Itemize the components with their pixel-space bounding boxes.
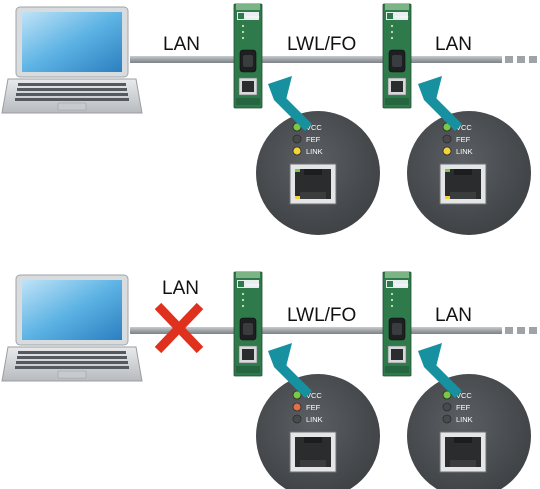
label-middle-link: LWL/FO	[287, 34, 356, 55]
led-vcc	[292, 390, 302, 400]
led-label-fef: FEF	[456, 403, 471, 412]
led-label-link: LINK	[306, 415, 323, 424]
zoom-circle-1: VCC FEF LINK	[256, 111, 380, 235]
cable-bottom	[130, 327, 502, 334]
led-label-link: LINK	[306, 147, 323, 156]
label-middle-link: LWL/FO	[287, 305, 356, 326]
rj45-port-3	[289, 431, 337, 473]
led-fef	[442, 134, 452, 144]
zoom-arrow-3	[268, 343, 312, 398]
led-label-vcc: VCC	[306, 123, 322, 132]
media-converter-3: PHOENIX	[233, 271, 263, 377]
led-link	[292, 146, 302, 156]
cable-continuation-bottom	[505, 327, 537, 334]
zoom-arrow-4	[418, 343, 462, 398]
svg-text:PHOENIX: PHOENIX	[395, 283, 409, 287]
led-link	[442, 414, 452, 424]
svg-text:PHOENIX: PHOENIX	[246, 283, 260, 287]
rj45-port-4	[439, 431, 487, 473]
led-vcc	[442, 390, 452, 400]
scenario-fault: PHOENIX PHOENIX LAN LWL/FO LAN VCC FEF L…	[1, 271, 537, 489]
led-label-fef: FEF	[306, 403, 321, 412]
led-fef	[442, 402, 452, 412]
led-fef	[292, 402, 302, 412]
label-right-link: LAN	[435, 34, 472, 55]
label-left-link: LAN	[162, 278, 199, 299]
zoom-arrow-2	[418, 76, 462, 131]
led-link	[292, 414, 302, 424]
rj45-port-1	[289, 163, 337, 205]
laptop-icon	[1, 6, 143, 114]
svg-text:PHOENIX: PHOENIX	[395, 15, 409, 19]
zoom-circle-3: VCC FEF LINK	[256, 374, 380, 489]
red-x-icon	[154, 302, 204, 354]
led-fef	[292, 134, 302, 144]
zoom-circle-4: VCC FEF LINK	[407, 374, 531, 489]
label-right-link: LAN	[435, 305, 472, 326]
led-label-fef: FEF	[306, 135, 321, 144]
led-label-link: LINK	[456, 415, 473, 424]
label-left-link: LAN	[163, 34, 200, 55]
led-label-vcc: VCC	[306, 391, 322, 400]
svg-text:PHOENIX: PHOENIX	[246, 15, 260, 19]
rj45-port-2	[439, 163, 487, 205]
zoom-circle-2: VCC FEF LINK	[407, 111, 531, 235]
led-label-vcc: VCC	[456, 391, 472, 400]
media-converter-1: PHOENIX	[233, 3, 263, 109]
led-label-vcc: VCC	[456, 123, 472, 132]
led-label-fef: FEF	[456, 135, 471, 144]
cable-top	[130, 56, 502, 63]
led-link	[442, 146, 452, 156]
led-label-link: LINK	[456, 147, 473, 156]
zoom-arrow-1	[268, 76, 312, 131]
scenario-normal: PHOENIX PHOENIX LAN LWL/FO LAN VCC FEF L…	[1, 3, 537, 235]
laptop-icon	[1, 274, 143, 382]
media-converter-4: PHOENIX	[382, 271, 412, 377]
cable-continuation-top	[505, 56, 537, 63]
media-converter-2: PHOENIX	[382, 3, 412, 109]
